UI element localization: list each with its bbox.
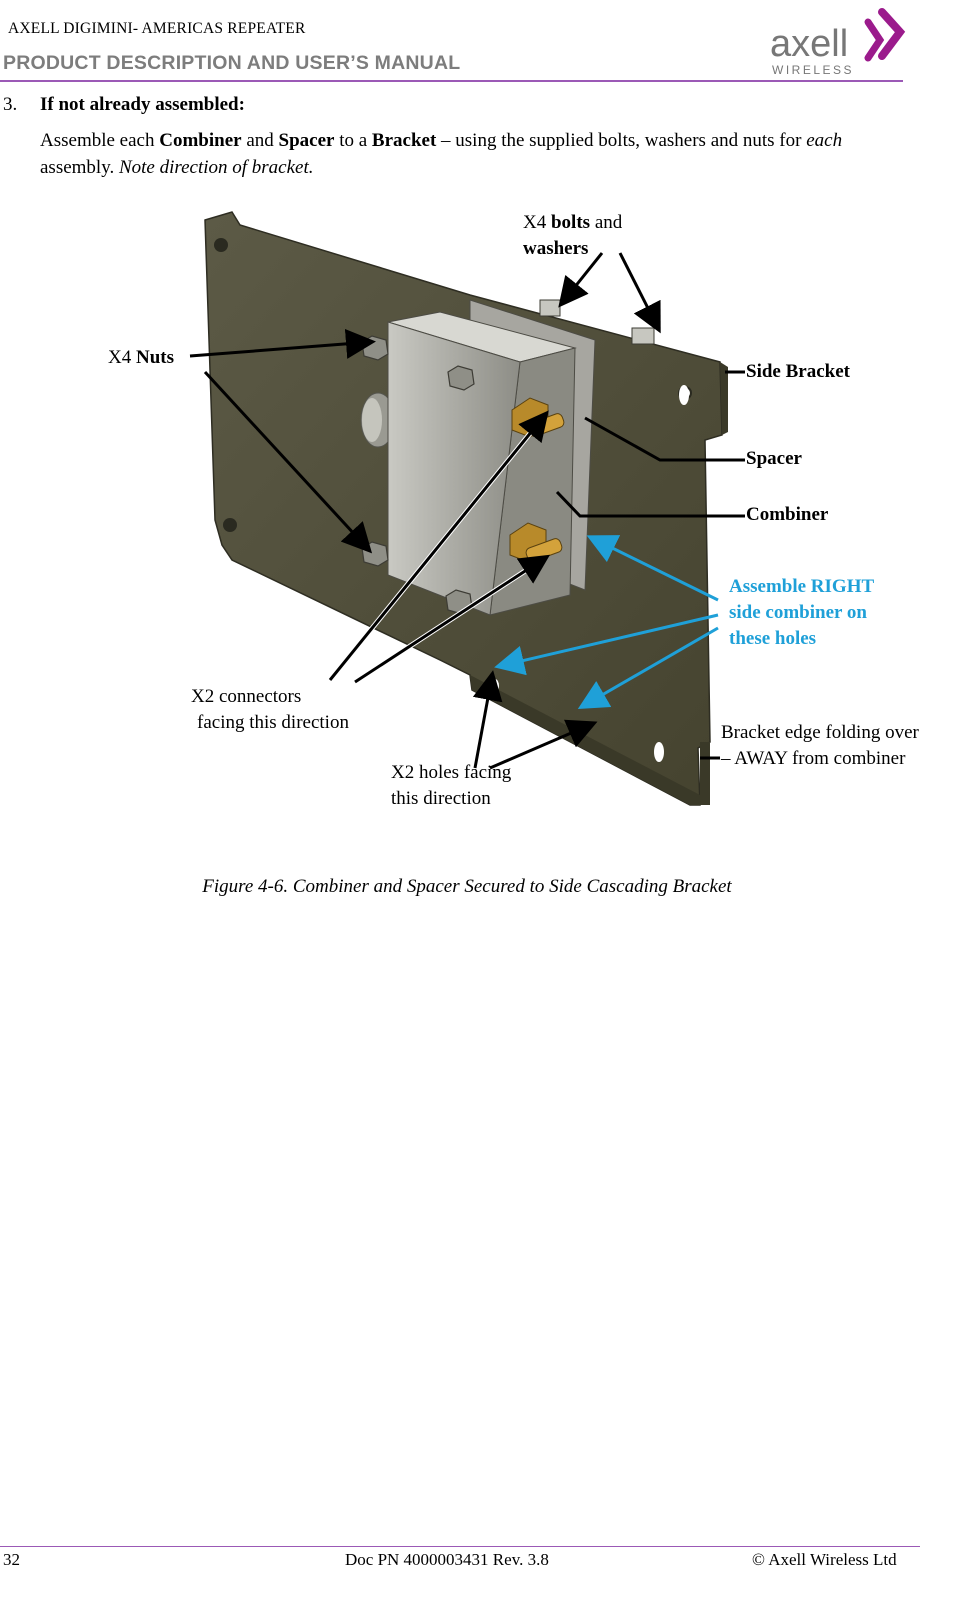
label-assemble-line2: side combiner on	[729, 602, 867, 623]
leader-lines	[189, 252, 745, 770]
logo-subtext: WIRELESS	[772, 63, 854, 77]
footer-doc-number: Doc PN 4000003431 Rev. 3.8	[345, 1550, 549, 1569]
label-connectors-line2: facing this direction	[197, 712, 349, 733]
label-edge-line2: – AWAY from combiner	[721, 748, 906, 769]
label-combiner: Combiner	[746, 504, 829, 525]
label-side-bracket: Side Bracket	[746, 361, 850, 382]
bracket-assembly-illustration	[189, 211, 745, 806]
figure-caption: Figure 4-6. Combiner and Spacer Secured …	[202, 876, 732, 897]
label-washers: washers	[523, 238, 589, 259]
label-connectors-line1: X2 connectors	[191, 686, 302, 707]
axell-logo: axell WIRELESS	[770, 8, 906, 77]
label-bolts: X4 bolts and	[523, 212, 623, 233]
label-nuts: X4 Nuts	[108, 347, 174, 368]
step-number: 3.	[3, 94, 18, 115]
label-holes-line2: this direction	[391, 788, 491, 809]
label-assemble-line1: Assemble RIGHT	[729, 576, 875, 597]
step-heading: If not already assembled:	[40, 94, 245, 115]
blue-leader-lines	[494, 535, 719, 710]
footer-copyright: © Axell Wireless Ltd	[752, 1550, 897, 1569]
label-spacer: Spacer	[746, 448, 802, 469]
label-assemble-line3: these holes	[729, 628, 817, 649]
header-subtitle: PRODUCT DESCRIPTION AND USER’S MANUAL	[3, 52, 461, 74]
step-instructions: Assemble each Combiner and Spacer to a B…	[40, 130, 843, 178]
bolts	[539, 299, 655, 345]
header-title: AXELL DIGIMINI- AMERICAS REPEATER	[8, 20, 306, 37]
footer-rule	[0, 1546, 920, 1547]
label-holes-line1: X2 holes facing	[391, 762, 512, 783]
header-rule	[0, 80, 903, 82]
footer-page-number: 32	[3, 1550, 20, 1569]
label-edge-line1: Bracket edge folding over	[721, 722, 919, 743]
combiner-block	[387, 311, 577, 616]
logo-text: axell	[770, 23, 848, 65]
